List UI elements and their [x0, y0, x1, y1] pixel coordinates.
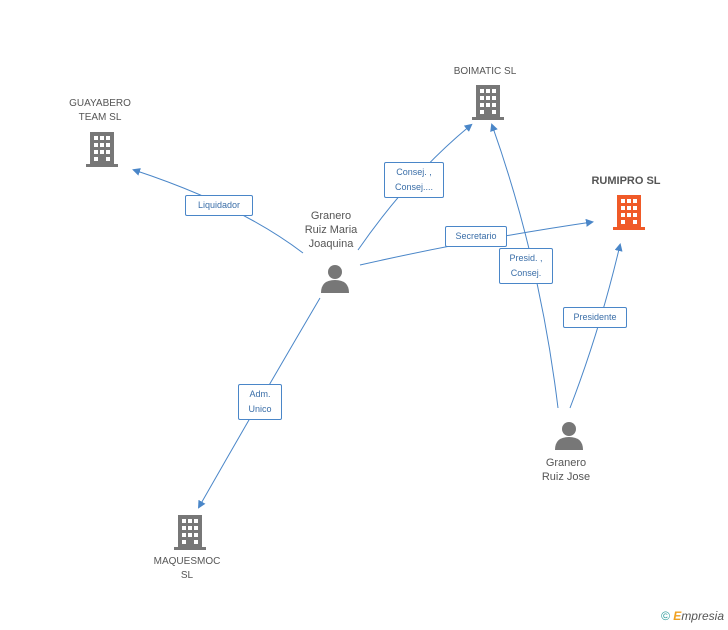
edge-label-text: Presidente — [573, 312, 617, 322]
person-icon[interactable] — [554, 420, 584, 450]
company-name-line: GUAYABERO — [69, 98, 131, 109]
edge-label-text: Liquidador — [197, 200, 241, 210]
edge-label-presidente: Presidente — [563, 307, 627, 328]
edge-label-text: Consej. — [510, 268, 542, 278]
edge-label-secretario: Secretario — [445, 226, 507, 247]
company-name-line: BOIMATIC SL — [453, 66, 517, 77]
person-maria-label[interactable]: Granero Ruiz Maria Joaquina — [281, 209, 381, 251]
brand-initial: E — [673, 609, 682, 623]
edge-label-adm-unico: Adm. Unico — [238, 384, 282, 420]
edge-label-consej: Consej. , Consej.... — [384, 162, 444, 198]
person-name-line: Ruiz Maria — [304, 224, 358, 236]
edge-label-text: Adm. — [249, 389, 271, 399]
edge-label-text: Unico — [248, 404, 272, 414]
edge-label-text: Consej.... — [394, 182, 434, 192]
edge-label-liquidador: Liquidador — [185, 195, 253, 216]
building-icon-highlighted[interactable] — [613, 195, 645, 230]
company-name-line: MAQUESMOC — [153, 556, 221, 567]
edge-label-presid-consej: Presid. , Consej. — [499, 248, 553, 284]
edge-label-text: Consej. , — [396, 167, 432, 177]
company-boimatic-label[interactable]: BOIMATIC SL — [435, 65, 535, 79]
footer-branding: © Empresia — [661, 609, 724, 623]
person-name-line: Granero — [310, 210, 352, 222]
person-name-line: Ruiz Jose — [541, 471, 591, 483]
person-name-line: Granero — [545, 457, 587, 469]
edge-label-text: Presid. , — [509, 253, 543, 263]
person-name-line: Joaquina — [308, 238, 354, 250]
person-jose-label[interactable]: Granero Ruiz Jose — [516, 456, 616, 484]
building-icon[interactable] — [174, 515, 206, 550]
edge-label-text: Secretario — [455, 231, 497, 241]
building-icon[interactable] — [86, 132, 118, 167]
company-name-line: RUMIPRO SL — [591, 175, 661, 187]
building-icon[interactable] — [472, 85, 504, 120]
person-icon[interactable] — [320, 263, 350, 293]
company-name-line: SL — [180, 570, 194, 581]
copyright-symbol: © — [661, 609, 670, 623]
company-rumipro-label[interactable]: RUMIPRO SL — [576, 174, 676, 188]
edge-presidente — [569, 243, 623, 409]
company-guayabero-label[interactable]: GUAYABERO TEAM SL — [50, 97, 150, 125]
company-maquesmoc-label[interactable]: MAQUESMOC SL — [137, 555, 237, 583]
company-name-line: TEAM SL — [78, 112, 122, 123]
brand-name: mpresia — [681, 609, 724, 623]
